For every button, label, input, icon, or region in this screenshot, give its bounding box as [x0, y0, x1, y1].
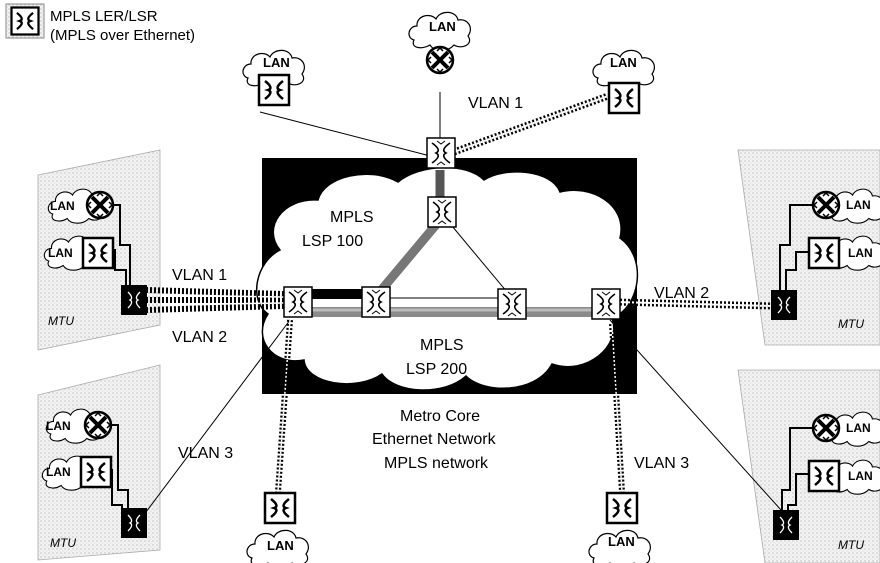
core-switch-top	[426, 137, 456, 169]
core-switch-left-edge	[283, 286, 313, 318]
mtu-left-top-contents: LAN LAN MTU	[43, 188, 148, 328]
label-lsp200-line1: MPLS	[420, 337, 464, 354]
lan-cloud-top-right: LAN	[592, 49, 655, 115]
label-lsp100-line2: LSP 100	[302, 233, 363, 250]
lan-cloud-top-center: LAN	[408, 11, 471, 75]
svg-text:LAN: LAN	[846, 421, 871, 435]
lan-cloud-bottom-left: LAN	[246, 491, 309, 563]
label-core-line1: Metro Core	[400, 408, 480, 425]
mtu-right-bottom-contents: LAN LAN MTU	[772, 411, 880, 552]
lan-cloud-top-left: LAN	[242, 49, 305, 107]
legend: MPLS LER/LSR (MPLS over Ethernet)	[5, 3, 195, 44]
svg-text:LAN: LAN	[608, 534, 635, 549]
label-core-line2: Ethernet Network	[372, 431, 497, 448]
svg-text:LAN: LAN	[846, 198, 871, 212]
svg-text:LAN: LAN	[46, 419, 71, 433]
label-vlan3-left: VLAN 3	[178, 445, 233, 462]
svg-text:MTU: MTU	[48, 314, 74, 328]
svg-text:LAN: LAN	[46, 465, 71, 479]
core-switch-left-inner	[361, 286, 391, 318]
svg-text:LAN: LAN	[429, 19, 456, 34]
mtu-left-bottom-contents: LAN LAN MTU	[41, 408, 148, 550]
lsp-200-path	[312, 307, 600, 317]
label-lsp100-line1: MPLS	[330, 209, 374, 226]
core-switch-center	[497, 288, 527, 320]
label-vlan2-right: VLAN 2	[654, 285, 709, 302]
svg-text:MTU: MTU	[838, 538, 864, 552]
svg-text:LAN: LAN	[48, 246, 73, 260]
label-vlan3-right: VLAN 3	[634, 455, 689, 472]
core-switch-upper	[427, 196, 457, 228]
legend-line-2: (MPLS over Ethernet)	[50, 27, 195, 44]
legend-line-1: MPLS LER/LSR	[50, 8, 158, 25]
svg-text:LAN: LAN	[50, 199, 75, 213]
vlan-dashed-links	[145, 92, 773, 493]
mtu-right-top-contents: LAN LAN MTU	[770, 188, 880, 331]
svg-text:LAN: LAN	[848, 469, 873, 483]
label-core-line3: MPLS network	[384, 455, 489, 472]
svg-text:LAN: LAN	[263, 55, 290, 70]
label-vlan2-left: VLAN 2	[172, 329, 227, 346]
label-vlan1-left: VLAN 1	[172, 267, 227, 284]
label-vlan1-top: VLAN 1	[468, 95, 523, 112]
svg-text:MTU: MTU	[838, 317, 864, 331]
svg-text:LAN: LAN	[848, 246, 873, 260]
lan-cloud-bottom-right: LAN	[588, 491, 651, 563]
core-switch-right-edge	[591, 288, 621, 320]
svg-text:MTU: MTU	[50, 536, 76, 550]
svg-text:LAN: LAN	[610, 55, 637, 70]
svg-text:LAN: LAN	[267, 538, 294, 553]
label-lsp200-line2: LSP 200	[406, 361, 467, 378]
